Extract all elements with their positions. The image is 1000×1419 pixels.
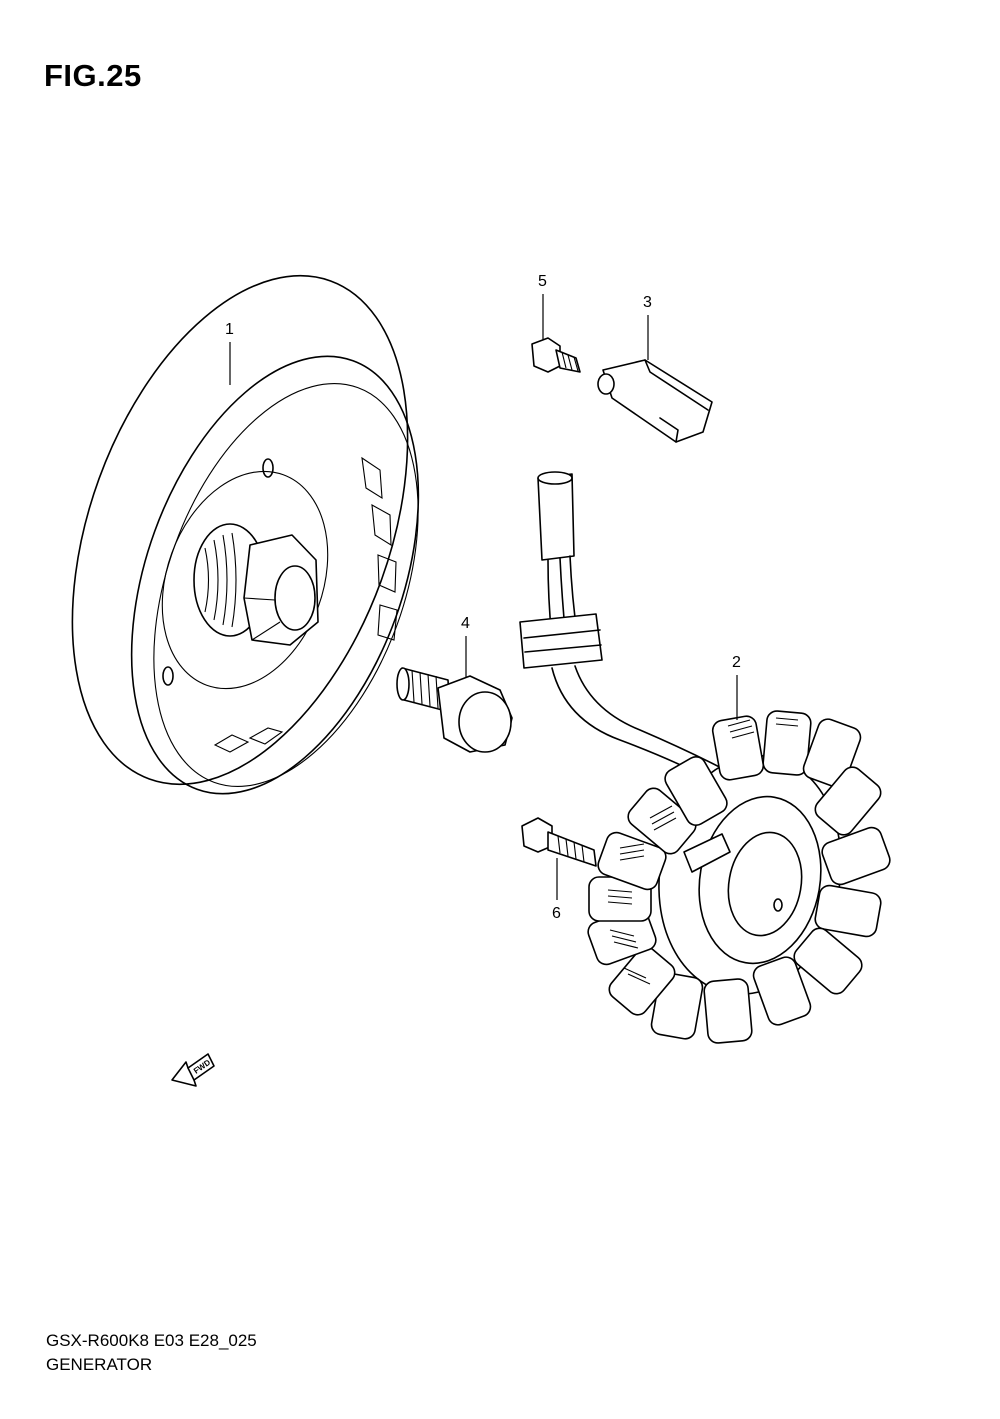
stator-screw-part[interactable] [521, 817, 597, 867]
callout-6-label: 6 [552, 905, 561, 922]
rotor-nut [243, 534, 319, 646]
callout-5-label: 5 [538, 273, 547, 290]
clamp-screw-part[interactable] [531, 337, 581, 373]
callout-1-label: 1 [225, 321, 234, 338]
fwd-arrow: FWD [171, 1053, 215, 1087]
callout-3: 3 [643, 294, 652, 360]
callout-1: 1 [225, 321, 234, 385]
figure-title: FIG.25 [44, 58, 142, 93]
rotor-part[interactable] [8, 230, 473, 833]
callout-4-label: 4 [461, 615, 470, 632]
callout-2-label: 2 [732, 654, 741, 671]
callout-2: 2 [732, 654, 741, 720]
callout-5: 5 [538, 273, 547, 340]
stator-part[interactable] [519, 471, 893, 1044]
callout-4: 4 [461, 615, 470, 678]
diagram-code: GSX-R600K8 E03 E28_025 [46, 1331, 257, 1350]
callout-3-label: 3 [643, 294, 652, 311]
diagram-name: GENERATOR [46, 1355, 153, 1374]
clamp-part[interactable] [597, 359, 713, 443]
rotor-bolt-part[interactable] [396, 667, 513, 753]
callout-6: 6 [552, 858, 561, 922]
